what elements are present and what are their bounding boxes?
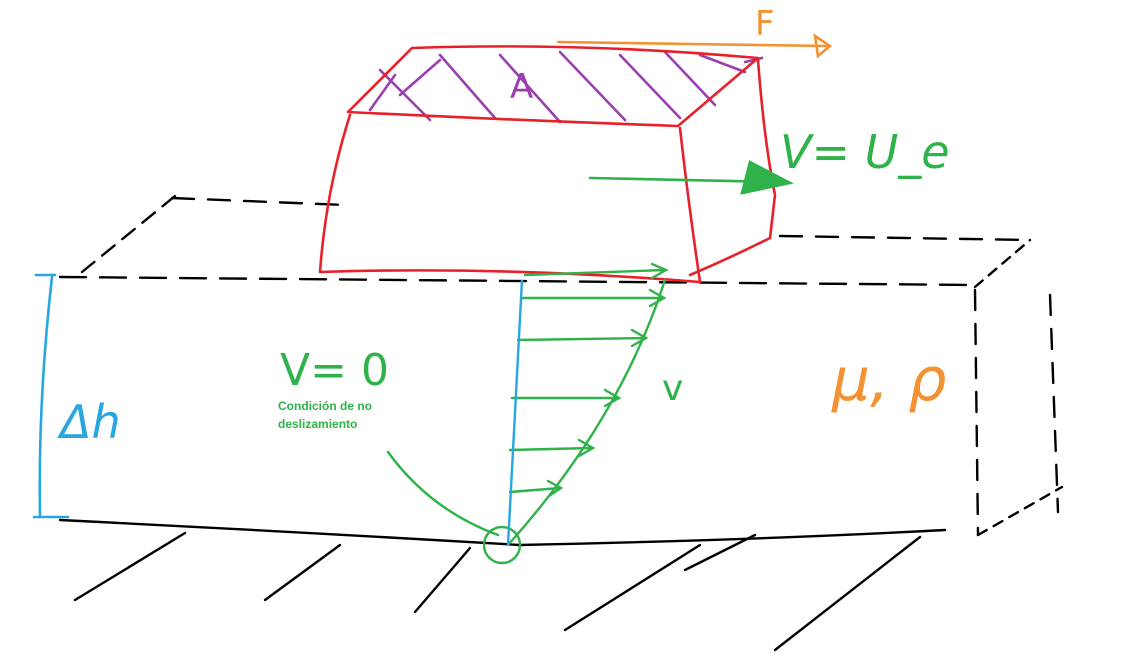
fluid-front-top-edge: [58, 275, 977, 287]
profile-vector: [508, 438, 596, 458]
fluid-back-top-edge: [170, 196, 1032, 242]
area-hatching: [368, 50, 764, 124]
profile-vector: [520, 288, 667, 308]
no-slip-pointer: [386, 450, 500, 537]
profile-vector: [508, 479, 564, 498]
profile-vector: [523, 262, 669, 280]
plate-side-face: [688, 58, 777, 277]
thickness-marker: [32, 273, 70, 519]
fluid-properties-label: μ, ρ: [831, 345, 946, 415]
profile-vector: [510, 388, 622, 408]
moving-plate: [318, 45, 777, 284]
profile-curve: [506, 278, 667, 547]
velocity-profile: [386, 262, 669, 565]
no-slip-circle: [482, 525, 522, 565]
no-slip-note-line2: deslizamiento: [278, 417, 357, 431]
ground-hatching: [73, 531, 922, 652]
force-label: F: [755, 4, 775, 44]
fluid-left-depth-edge: [80, 190, 182, 274]
fluid-right-top-depth-edge: [973, 238, 1032, 289]
profile-velocity-label: v: [662, 368, 683, 409]
plate-velocity-label: V= U_e: [780, 125, 950, 179]
plate-velocity-arrow: [588, 160, 794, 195]
profile-vector: [516, 328, 649, 348]
no-slip-note-line1: Condición de no: [278, 399, 372, 413]
wall-velocity-label: V= 0: [280, 345, 389, 396]
force-arrow: [556, 33, 833, 59]
fluid-bottom-edge: [58, 518, 947, 547]
profile-wall-line: [506, 279, 524, 546]
plate-front-face: [318, 113, 702, 284]
fluid-right-front-vertical: [973, 288, 980, 537]
fluid-right-back-vertical: [1048, 293, 1060, 514]
fluid-right-bottom-depth-edge: [976, 485, 1064, 537]
thickness-label: Δh: [57, 395, 121, 449]
area-label: A: [510, 67, 533, 107]
plate-top-face: [346, 45, 760, 128]
